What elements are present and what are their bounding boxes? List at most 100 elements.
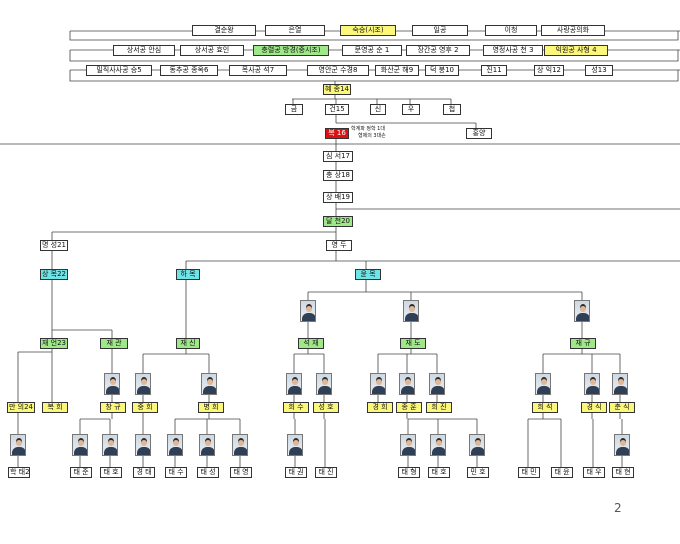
gen16-note: 형제의 3대손 (358, 133, 386, 139)
gen15-node: 우 (402, 104, 420, 115)
gen23-node: 재 도 (400, 338, 426, 349)
gen25-node: 태 수 (165, 467, 187, 478)
ancestor-row2-node: 장간공 영후 2 (406, 45, 470, 56)
portrait-photo (614, 434, 630, 456)
portrait-photo (286, 373, 302, 395)
gen14-node: 혜 종14 (323, 84, 351, 95)
portrait-photo (300, 300, 316, 322)
gen25-node: 태 우 (583, 467, 605, 478)
ancestor-row3-node: 덕 붕10 (425, 65, 459, 76)
portrait-photo (403, 300, 419, 322)
gen24-node: 성 호 (313, 402, 339, 413)
portrait-photo (612, 373, 628, 395)
portrait-photo (167, 434, 183, 456)
row3-drop (69, 70, 679, 82)
ancestor-row2-node: 익원공 사형 4 (544, 45, 608, 56)
portrait-photo (370, 373, 386, 395)
gen24-node: 만 의24 (7, 402, 35, 413)
gen18-node: 충 상18 (323, 170, 353, 181)
gen21-node: 명 성21 (40, 240, 68, 251)
ancestor-row1-node: 일공 (412, 25, 468, 36)
portrait-photo (469, 434, 485, 456)
gen24-node: 중 희 (132, 402, 158, 413)
gen25-node: 태 호 (100, 467, 122, 478)
ancestor-row3-node: 목사공 석7 (229, 65, 287, 76)
ancestor-row3-node: 영안군 수경8 (307, 65, 369, 76)
portrait-photo (10, 434, 26, 456)
row1-drop (69, 31, 679, 41)
portrait-photo (104, 373, 120, 395)
gen16-note: 학계파 정학 1대 (351, 126, 385, 132)
ancestor-row3-node: 화산군 해9 (375, 65, 419, 76)
gen17-node: 심 서17 (323, 151, 353, 162)
portrait-photo (232, 434, 248, 456)
portrait-photo (399, 373, 415, 395)
gen25-node: 민 호 (467, 467, 489, 478)
gen20-node: 달 천20 (323, 216, 353, 227)
portrait-photo (574, 300, 590, 322)
portrait-photo (430, 434, 446, 456)
gen24-node: 경 식 (581, 402, 607, 413)
gen25-node: 태 영 (230, 467, 252, 478)
gen16-node: 복 16 (325, 128, 349, 139)
gen16-sibling-node: 홍양 (466, 128, 492, 139)
row2-drop (69, 50, 679, 62)
gen24-node: 춘 식 (609, 402, 635, 413)
ancestor-row1-node: 이청 (485, 25, 537, 36)
portrait-photo (201, 373, 217, 395)
portrait-photo (102, 434, 118, 456)
gen19-node: 상 배19 (323, 192, 353, 203)
ancestor-row3-node: 성13 (585, 65, 613, 76)
gen15-node: 첩 (443, 104, 461, 115)
gen24-node: 병 희 (198, 402, 224, 413)
ancestor-row2-node: 충렬공 방경(중시조) (253, 45, 329, 56)
gen15-node: 금 (285, 104, 303, 115)
gen23-node: 재 언23 (40, 338, 68, 349)
gen24-node: 경 희 (367, 402, 393, 413)
ancestor-row1-node: 숙승(시조) (340, 25, 396, 36)
gen23-node: 석 재 (298, 338, 324, 349)
ancestor-row2-node: 문영공 순 1 (342, 45, 402, 56)
portrait-photo (199, 434, 215, 456)
portrait-photo (287, 434, 303, 456)
ancestor-row2-node: 상서공 안심 (113, 45, 175, 56)
ancestor-row3-node: 동추공 종옥6 (160, 65, 218, 76)
gen24-node: 희 석 (532, 402, 558, 413)
portrait-photo (429, 373, 445, 395)
gen15-node: 신 (370, 104, 386, 115)
gen22-node: 윤 목 (355, 269, 381, 280)
portrait-photo (135, 373, 151, 395)
gen15-node: 건15 (325, 104, 349, 115)
gen25-node: 학 태25 (8, 467, 30, 478)
gen22-node: 하 목 (176, 269, 200, 280)
gen24-node: 희 진 (426, 402, 452, 413)
page-number: 2 (614, 501, 622, 515)
ancestor-row1-node: 사랑공의화 (541, 25, 605, 36)
portrait-photo (400, 434, 416, 456)
gen23-node: 재 관 (100, 338, 128, 349)
gen25-node: 태 준 (70, 467, 92, 478)
gen25-node: 태 민 (518, 467, 540, 478)
ancestor-row1-node: 결순왕 (192, 25, 256, 36)
gen24-node: 종 훈 (396, 402, 422, 413)
ancestor-row3-node: 진11 (481, 65, 507, 76)
gen25-node: 태 현 (612, 467, 634, 478)
gen25-node: 태 권 (285, 467, 307, 478)
portrait-photo (584, 373, 600, 395)
gen24-node: 희 수 (283, 402, 309, 413)
ancestor-row2-node: 상서공 효인 (180, 45, 244, 56)
gen24-node: 복 희 (42, 402, 68, 413)
portrait-photo (316, 373, 332, 395)
gen25-node: 태 진 (315, 467, 337, 478)
gen23-node: 재 신 (176, 338, 200, 349)
gen24-node: 창 규 (100, 402, 126, 413)
gen23-node: 재 규 (570, 338, 596, 349)
gen21-node: 영 두 (326, 240, 352, 251)
gen25-node: 태 윤 (551, 467, 573, 478)
portrait-photo (535, 373, 551, 395)
gen25-node: 태 성 (197, 467, 219, 478)
portrait-photo (135, 434, 151, 456)
ancestor-row3-node: 상 익12 (534, 65, 564, 76)
ancestor-row1-node: 은열 (265, 25, 325, 36)
